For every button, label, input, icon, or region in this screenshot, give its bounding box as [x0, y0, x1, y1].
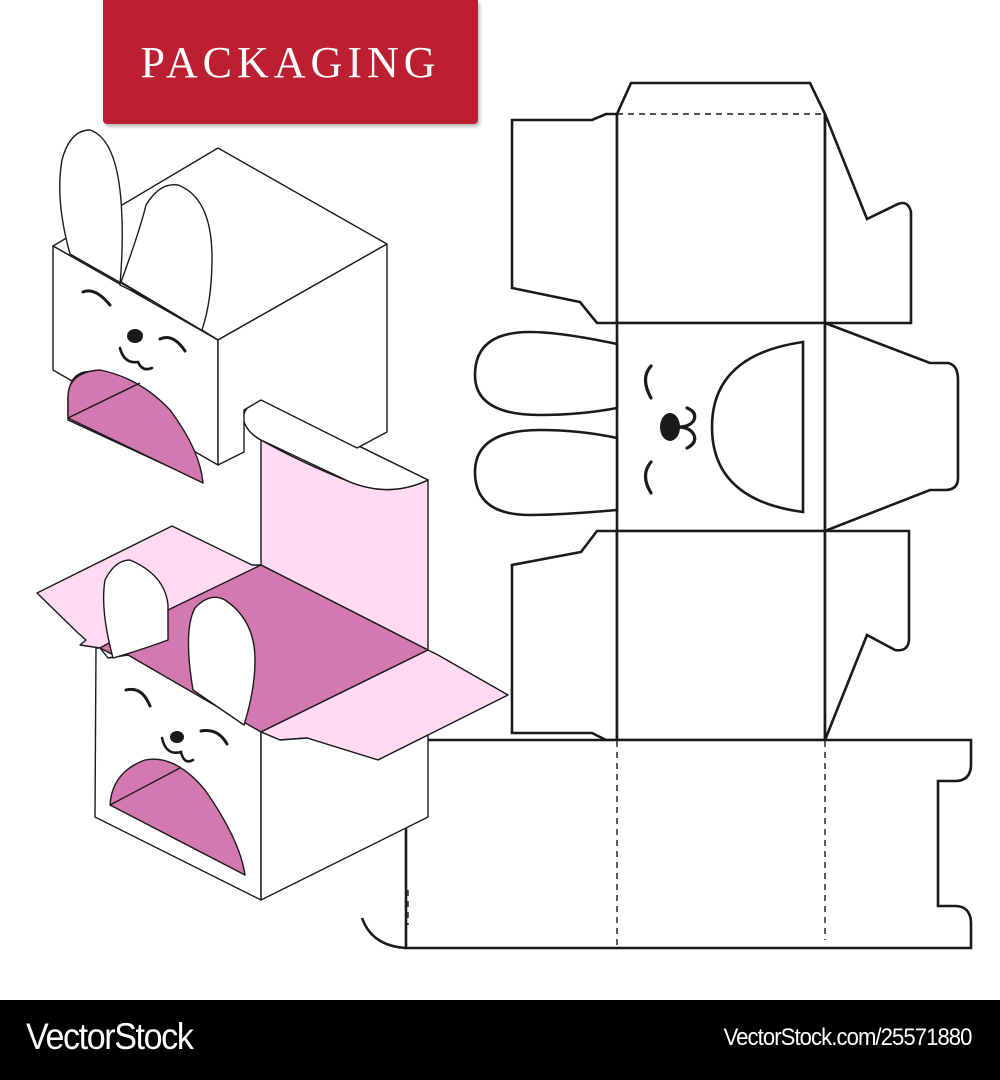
footer-bar: VectorStock VectorStock.com/25571880	[0, 1000, 1000, 1080]
brand-logo: VectorStock	[26, 1016, 194, 1057]
closed-box-window-fill	[67, 369, 204, 484]
open-box-window	[109, 758, 246, 876]
dieline-back-panel	[615, 529, 827, 742]
dieline-glue-tab-curve	[360, 917, 407, 950]
nose	[127, 329, 143, 343]
mouth	[160, 736, 195, 763]
dieline	[360, 81, 973, 950]
closed-box-right-face	[217, 243, 388, 466]
open-box-ear-right	[187, 596, 256, 726]
mouth	[118, 346, 154, 371]
dieline-window-cutout	[710, 340, 805, 514]
open-box-ear-left	[102, 559, 169, 659]
dieline-top-right-flap	[823, 113, 913, 325]
dieline-right-side-flap	[823, 321, 960, 533]
image-reference: VectorStock.com/25571880	[724, 1024, 973, 1051]
title-banner: PACKAGING	[103, 0, 478, 124]
nose	[170, 731, 184, 743]
dieline-top-left-tab	[510, 112, 619, 325]
eye-upper	[643, 364, 653, 400]
eye-left	[81, 289, 112, 307]
eye-right	[158, 336, 187, 353]
dieline-ear-lower	[473, 428, 619, 517]
closed-box	[52, 129, 388, 484]
dieline-ear-upper	[473, 330, 619, 417]
page-title: PACKAGING	[140, 37, 441, 87]
nose	[660, 413, 680, 441]
closed-box-ear-left	[59, 129, 152, 301]
dieline-bottom-strip	[404, 738, 973, 950]
closed-box-window-divider	[67, 382, 141, 419]
packaging-illustration	[36, 81, 973, 950]
mouth	[676, 406, 697, 450]
dieline-bottom-right-flap	[823, 529, 911, 741]
open-box-window-divider	[109, 767, 181, 806]
open-box-right-face	[260, 731, 429, 901]
dieline-bottom-left-tab	[510, 529, 619, 742]
eye-left	[124, 687, 152, 708]
eye-lower	[643, 460, 653, 495]
dieline-top-flap	[615, 81, 827, 325]
open-box	[36, 397, 509, 901]
eye-right	[199, 729, 229, 746]
closed-box-ear-right	[120, 183, 219, 341]
